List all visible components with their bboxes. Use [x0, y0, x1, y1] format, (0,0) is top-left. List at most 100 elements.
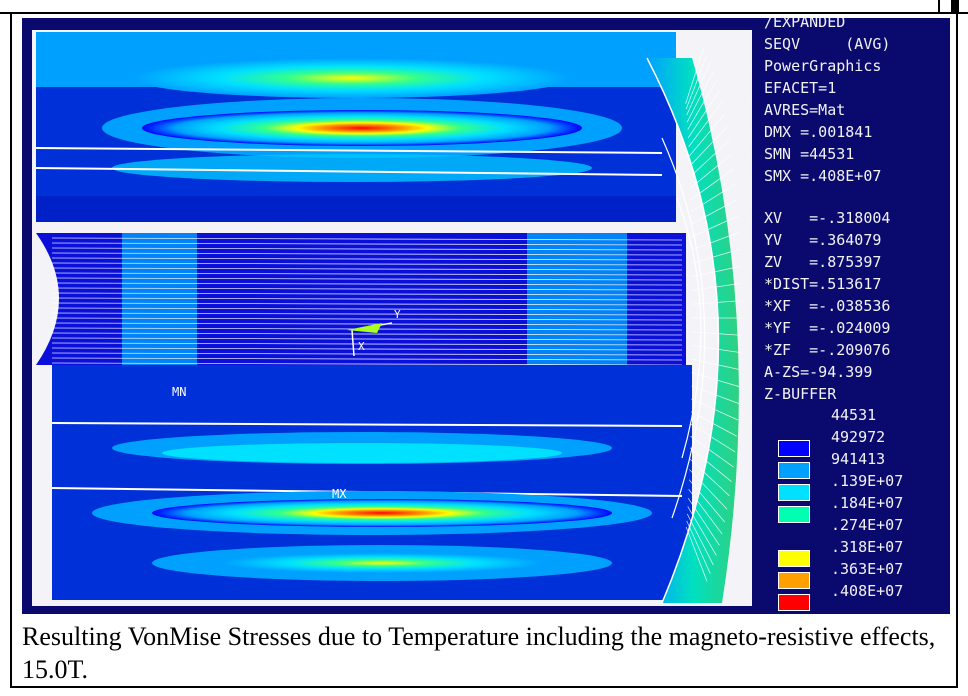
- mesh-line: [51, 347, 683, 351]
- corner-mark: [951, 0, 959, 12]
- mesh-spoke: [687, 497, 720, 546]
- end-cap: [646, 47, 742, 604]
- mesh-spoke: [687, 80, 717, 130]
- mesh-line: [51, 267, 683, 271]
- contour-value: 44531: [831, 406, 877, 424]
- mesh-spoke: [691, 231, 740, 251]
- mesh-spoke: [689, 139, 730, 178]
- legend-header-line: SMN =44531: [764, 145, 855, 163]
- mesh-spoke: [688, 479, 725, 523]
- mesh-line: [51, 247, 683, 251]
- mesh-line: [51, 252, 683, 256]
- legend-header-line: DMX =.001841: [764, 123, 873, 141]
- corner-tick: [938, 0, 940, 14]
- contour-value: 941413: [831, 450, 886, 468]
- mesh-spoke: [687, 506, 717, 556]
- mesh-line: [51, 242, 683, 246]
- mesh-spoke: [685, 47, 705, 104]
- mesh-line: [51, 357, 683, 361]
- mesh-line: [51, 237, 683, 241]
- mesh-line: [51, 302, 683, 306]
- contour-value: .318E+07: [831, 538, 904, 556]
- legend-header-line: EFACET=1: [764, 79, 837, 97]
- mesh-line: [51, 282, 683, 286]
- mesh-spoke: [690, 183, 736, 213]
- mesh-line: [51, 307, 683, 311]
- contour-value: 492972: [831, 428, 886, 446]
- mesh-line: [51, 352, 683, 356]
- mesh-line: [51, 287, 683, 291]
- mesh-spoke: [687, 90, 720, 139]
- contour-swatch: [778, 550, 810, 567]
- upper-slab: [35, 32, 676, 222]
- mesh-line: [51, 277, 683, 281]
- mesh-line: [51, 297, 683, 301]
- mesh-spoke: [689, 447, 732, 483]
- mesh-line: [51, 312, 683, 316]
- mesh-spoke: [689, 469, 728, 510]
- mesh-spoke: [691, 372, 741, 388]
- mesh-spoke: [688, 113, 725, 157]
- legend-header-line: SMX =.408E+07: [764, 167, 882, 185]
- mesh-spoke: [686, 62, 711, 116]
- contour-value: .408E+07: [831, 582, 904, 600]
- mesh-spoke: [691, 398, 739, 421]
- mesh-line: [51, 342, 683, 346]
- contour-value: .139E+07: [831, 472, 904, 490]
- legend-view-line: *YF =-.024009: [764, 319, 891, 337]
- legend-view-line: Z-BUFFER: [764, 385, 837, 403]
- contour-swatch: [778, 506, 810, 523]
- mesh-line: [51, 362, 683, 366]
- legend-view-line: ZV =.875397: [764, 253, 882, 271]
- contour-value: .184E+07: [831, 494, 904, 512]
- legend-view-line: A-ZS=-94.399: [764, 363, 873, 381]
- mesh-spoke: [691, 331, 742, 336]
- mesh-spoke: [685, 54, 708, 110]
- legend-header-line: AVRES=Mat: [764, 101, 846, 119]
- legend-header-line: /EXPANDED: [764, 18, 846, 31]
- inner-cylinder: [36, 233, 686, 366]
- legend-view-line: *DIST=.513617: [764, 275, 882, 293]
- legend-header-line: SEQV (AVG): [764, 35, 891, 53]
- mesh-spoke: [691, 385, 740, 405]
- mesh-line: [51, 257, 683, 261]
- mesh-spoke: [690, 423, 736, 453]
- lower-slab: [51, 365, 692, 600]
- contour-swatch: [778, 440, 810, 457]
- mesh-spoke: [691, 215, 739, 238]
- contour-swatch: [778, 484, 810, 501]
- contour-swatch: [778, 462, 810, 479]
- mesh-spoke: [689, 458, 730, 497]
- mesh-spoke: [686, 513, 714, 566]
- contour-value: .274E+07: [831, 516, 904, 534]
- legend-view-line: *ZF =-.209076: [764, 341, 891, 359]
- mesh-line: [51, 292, 683, 296]
- contour-value: .363E+07: [831, 560, 904, 578]
- contour-swatch: [778, 594, 810, 611]
- coordinate-triad: Y X: [347, 308, 401, 357]
- mesh-spoke: [690, 411, 737, 437]
- mesh-spoke: [689, 153, 732, 189]
- mesh-line: [51, 322, 683, 326]
- mesh-spoke: [691, 358, 742, 371]
- mesh-spoke: [690, 435, 734, 468]
- mesh-spoke: [685, 526, 708, 582]
- triad-x-label: X: [358, 340, 365, 353]
- mesh-spoke: [686, 70, 714, 123]
- mesh-line: [51, 262, 683, 266]
- mesh-spoke: [688, 489, 723, 535]
- legend-view-line: YV =.364079: [764, 231, 882, 249]
- contour-swatch: [778, 572, 810, 589]
- mesh-spoke: [690, 168, 734, 201]
- fea-stress-plot: Y X MN MX: [32, 30, 752, 606]
- mesh-spoke: [690, 199, 737, 225]
- mesh-spoke: [691, 248, 741, 264]
- mesh-spoke: [691, 265, 742, 278]
- mesh-spoke: [689, 126, 728, 167]
- mesh-line: [51, 332, 683, 336]
- mesh-spoke: [688, 101, 723, 147]
- mesh-line: [51, 317, 683, 321]
- legend-view-line: XV =-.318004: [764, 209, 891, 227]
- legend-view-line: *XF =-.038536: [764, 297, 891, 315]
